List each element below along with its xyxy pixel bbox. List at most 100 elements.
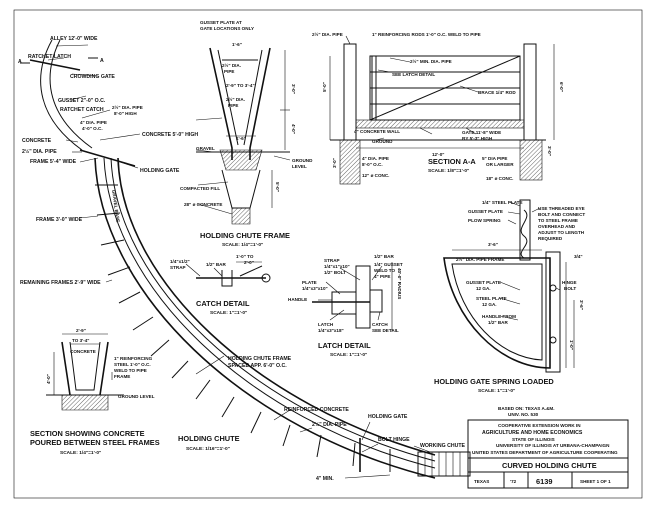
label-pipe-dia-top: 2½" DIA. PIPE xyxy=(112,104,143,110)
label-alley: ALLEY 12'-0" WIDE xyxy=(50,36,98,42)
tb-line1: COOPERATIVE EXTENSION WORK IN xyxy=(498,423,581,428)
latch-radius: 40'-0" RADIUS xyxy=(397,268,402,299)
section-reinforcing-4: FRAME xyxy=(114,374,130,379)
frame-height-4: 4'-0" xyxy=(291,124,296,134)
elev-pipe-right-1: 5" DIA PIPE xyxy=(482,156,508,161)
frame-pipe-1: 2½" DIA. xyxy=(222,62,241,68)
tb-drawing-title: CURVED HOLDING CHUTE xyxy=(502,461,597,470)
latch-catch-2: SEE DETAIL xyxy=(372,328,399,333)
spring-handle-1: HANDLE FROM xyxy=(482,314,516,319)
label-concrete-high: CONCRETE 5'-0" HIGH xyxy=(142,132,198,138)
label-holding-gate-bottom: HOLDING GATE xyxy=(368,414,408,420)
elev-ground: GROUND xyxy=(372,139,393,144)
elev-wall: 4" CONCRETE WALL xyxy=(354,129,400,134)
frame-base-dim: 1'-6" xyxy=(236,136,246,141)
catch-dim-1: 1'-0" TO xyxy=(236,254,254,259)
elev-pipe-right-2: OR LARGER xyxy=(486,162,514,167)
frame-ground-2: LEVEL xyxy=(292,164,307,169)
frame-gusset-1: GUSSET PLATE AT xyxy=(200,20,242,25)
scale-holding-chute: SCALE: 1/16"=1'-0" xyxy=(186,446,230,452)
label-holding-chute-frame: HOLDING CHUTE FRAME xyxy=(228,356,292,362)
tb-state: TEXAS xyxy=(474,479,489,484)
elev-reinforcing: 1" REINFORCING RODS 1'-0" O.C. WELD TO P… xyxy=(372,32,481,37)
tb-line5: UNITED STATES DEPARTMENT OF AGRICULTURE … xyxy=(472,450,618,455)
elev-brace: BRACE 1/4" ROD xyxy=(478,90,516,95)
label-pipe-oc-4: 4'-0" O.C. xyxy=(82,126,103,131)
elev-gate-2: BY 5'-3" HIGH xyxy=(462,136,493,141)
frame-title: HOLDING CHUTE FRAME xyxy=(200,231,290,240)
frame-scale: SCALE: 1/4"=1'-0" xyxy=(222,242,263,248)
chute-plan-labels: ALLEY 12'-0" WIDE RATCHET LATCH A A CROW… xyxy=(18,36,465,482)
spring-hinge-2: BOLT xyxy=(564,286,576,291)
elev-section-scale: SCALE: 1/8"=1'-0" xyxy=(428,168,469,174)
elev-height-left: 5'-0" xyxy=(322,82,327,92)
catch-title: CATCH DETAIL xyxy=(196,299,250,308)
spring-scale: SCALE: 1"=1'-0" xyxy=(478,388,515,394)
elev-pipe-top: 2½" DIA. PIPE xyxy=(312,31,343,37)
spring-gate-detail: 1/4" STEEL PLATE GUSSET PLATE PLOW SPRIN… xyxy=(434,199,585,394)
spring-dim-34: 3/4" xyxy=(574,254,583,259)
tb-line3: STATE OF ILLINOIS xyxy=(512,437,555,442)
catch-bar: 1/4"x1/2" xyxy=(170,259,190,264)
latch-strap-2: 1/4"x1"x10" xyxy=(324,264,350,269)
label-dia-pipe-4: 4" DIA. PIPE xyxy=(80,120,107,125)
section-marker-right: A xyxy=(100,58,104,64)
spring-eye-bolt-3: TO STEEL FRAME xyxy=(538,218,578,223)
tb-sheet: SHEET 1 OF 1 xyxy=(580,479,611,484)
curved-chute-plan xyxy=(20,39,471,479)
latch-gusset-3: 4" PIPE xyxy=(374,274,390,279)
frame-dim-2: 2'-9" TO 3'-4" xyxy=(226,83,255,88)
catch-dim-2: 2'-0" xyxy=(244,260,254,265)
section-reinforcing-1: 1" REINFORCING xyxy=(114,356,153,361)
latch-scale: SCALE: 1"=1'-0" xyxy=(330,352,367,358)
chute-frames xyxy=(95,184,391,472)
elev-conc-right: 18" ø CONC. xyxy=(486,176,513,181)
frame-pipe-4: PIPE xyxy=(228,103,238,108)
label-holding-chute-spacing: SPACED APP. 6'-0" O.C. xyxy=(228,363,287,369)
latch-latch-2: 1/4"x3"x18" xyxy=(318,328,344,333)
label-holding-gate-top: HOLDING GATE xyxy=(140,168,180,174)
spring-title: HOLDING GATE SPRING LOADED xyxy=(434,377,554,386)
latch-gusset-1: 1/4" GUSSET xyxy=(374,262,403,267)
latch-bar-dia: 1/2" BAR xyxy=(374,254,394,259)
spring-eye-bolt-5: ADJUST TO LENGTH xyxy=(538,230,585,235)
latch-catch-1: CATCH xyxy=(372,322,388,327)
latch-bolt: 1/2" BOLT xyxy=(324,270,346,275)
spring-gusset: GUSSET PLATE xyxy=(468,209,503,214)
tb-based-on: BASED ON: TEXAS A.&M. xyxy=(498,406,555,411)
label-min-4: 4" MIN. xyxy=(316,476,334,482)
elev-gate-1: GATE 11'-8" WIDE xyxy=(462,130,501,135)
section-concrete-detail: 2'-9" TO 3'-4" CONCRETE 1" REINFORCING S… xyxy=(30,328,160,456)
tb-line2: AGRICULTURE AND HOME ECONOMICS xyxy=(482,430,583,436)
frame-compacted-fill: COMPACTED FILL xyxy=(180,186,220,191)
catch-bar-dia: 1/2" BAR xyxy=(206,262,226,267)
label-working-chute: WORKING CHUTE xyxy=(420,443,465,449)
elev-base-right: 3'-0" xyxy=(547,146,552,156)
catch-scale: SCALE: 1"=1'-0" xyxy=(210,310,247,316)
label-pipe-dia-bottom: 2½" DIA. PIPE xyxy=(312,421,347,428)
spring-pipe-frame: 2½" DIA. PIPE FRAME xyxy=(456,256,504,262)
tb-line4: UNIVERSITY OF ILLINOIS AT URBANA-CHAMPAI… xyxy=(496,443,610,448)
section-dim-top: 2'-9" xyxy=(76,328,86,333)
spring-steel-lower-2: 12 GA. xyxy=(482,302,497,307)
spring-dim-top: 3'-6" xyxy=(488,242,498,247)
section-marker-left: A xyxy=(18,59,22,65)
frame-ground-1: GROUND xyxy=(292,158,313,163)
holding-chute-frame-detail: GUSSET PLATE AT GATE LOCATIONS ONLY 1'-6… xyxy=(180,20,313,248)
catch-strap: STRAP xyxy=(170,265,186,270)
sheet-border xyxy=(13,9,643,499)
working-chute xyxy=(417,451,471,477)
title-block: BASED ON: TEXAS A.&M. UNIV. NO. 530 COOP… xyxy=(467,406,629,489)
spring-plow: PLOW SPRING xyxy=(468,218,501,223)
frame-gusset-2: GATE LOCATIONS ONLY xyxy=(200,26,254,31)
title-holding-chute: HOLDING CHUTE xyxy=(178,434,240,443)
elev-latch: SEE LATCH DETAIL xyxy=(392,72,435,77)
section-height: 4'-0" xyxy=(46,374,51,384)
spring-steel-lower-1: STEEL PLATE xyxy=(476,296,507,301)
label-ratchet-latch: RATCHET LATCH xyxy=(28,54,71,60)
section-title-1: SECTION SHOWING CONCRETE xyxy=(30,429,145,438)
label-bolt-hinge: BOLT HINGE xyxy=(378,437,410,443)
section-reinforcing-2: STEEL 1'-0" O.C. xyxy=(114,362,151,367)
